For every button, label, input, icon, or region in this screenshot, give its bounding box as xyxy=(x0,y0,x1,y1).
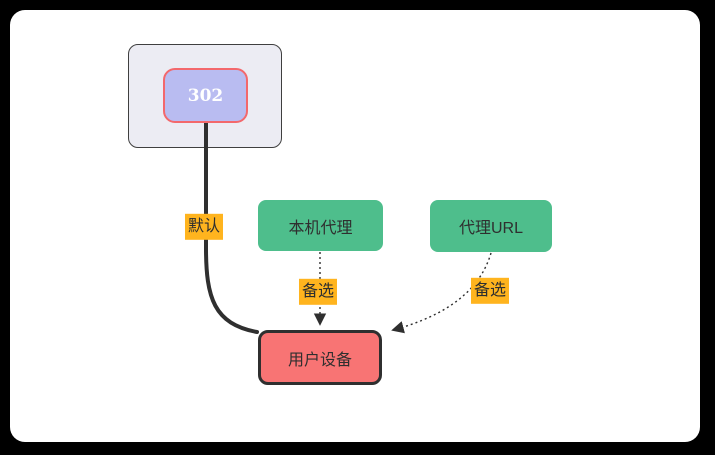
node-proxy-url-label: 代理URL xyxy=(458,220,523,237)
node-302: 302 xyxy=(163,68,248,123)
edge-label-alt-proxy-url: 备选 xyxy=(470,277,510,305)
node-user-device: 用户设备 xyxy=(258,330,382,385)
node-local-proxy: 本机代理 xyxy=(258,200,383,251)
node-user-device-label: 用户设备 xyxy=(287,351,352,369)
node-proxy-url: 代理URL xyxy=(430,200,552,252)
edge-default-route xyxy=(204,121,259,334)
edge-label-default: 默认 xyxy=(184,213,224,241)
node-local-proxy-label: 本机代理 xyxy=(288,219,353,237)
edge-label-alt-local-proxy: 备选 xyxy=(298,278,338,306)
node-302-label: 302 xyxy=(187,85,224,106)
